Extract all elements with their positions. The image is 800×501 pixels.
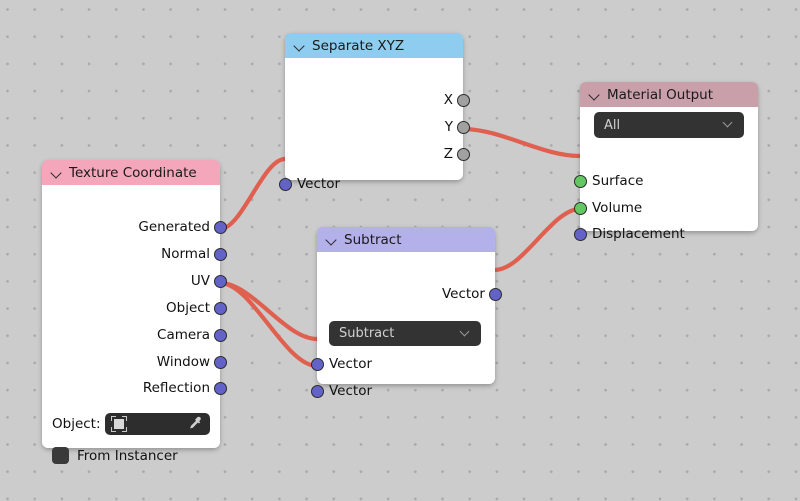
socket-out-reflection[interactable]: [213, 381, 227, 395]
socket-out-generated[interactable]: [213, 220, 227, 234]
node-title: Subtract: [344, 231, 402, 248]
socket-out-z[interactable]: [456, 147, 470, 161]
target-dropdown[interactable]: All: [594, 112, 744, 138]
chevron-down-icon[interactable]: [589, 89, 601, 101]
socket-in-vector-2[interactable]: [310, 384, 324, 398]
node-body-material-output: All Surface Volume Displacement: [573, 107, 758, 242]
socket-out-object[interactable]: [213, 301, 227, 315]
node-link[interactable]: [217, 280, 320, 342]
chevron-down-icon: [461, 328, 470, 337]
target-dropdown-value: All: [604, 117, 621, 133]
socket-in-vector-1[interactable]: [310, 357, 324, 371]
socket-out-y[interactable]: [456, 120, 470, 134]
socket-label-z: Z: [443, 146, 453, 162]
socket-label-uv: UV: [190, 273, 210, 289]
socket-label-window: Window: [156, 354, 210, 370]
chevron-down-icon[interactable]: [294, 40, 306, 52]
node-link[interactable]: [492, 206, 583, 273]
node-link[interactable]: [217, 280, 320, 369]
node-body-texture-coordinate: Generated Normal UV Object Camera Window: [42, 185, 227, 464]
object-field-input[interactable]: [104, 413, 210, 435]
socket-out-vector[interactable]: [488, 287, 502, 301]
node-title: Material Output: [607, 86, 714, 103]
socket-out-window[interactable]: [213, 355, 227, 369]
socket-in-vector[interactable]: [278, 177, 292, 191]
socket-label-camera: Camera: [157, 327, 210, 343]
socket-in-displacement[interactable]: [573, 227, 587, 241]
object-field-row: Object:: [52, 413, 210, 435]
socket-out-uv[interactable]: [213, 274, 227, 288]
node-material-output[interactable]: Material Output All Surface Volume Displ…: [573, 82, 758, 242]
socket-label-volume: Volume: [592, 200, 643, 216]
socket-label-x: X: [443, 92, 453, 108]
node-link[interactable]: [217, 156, 288, 232]
socket-in-volume[interactable]: [573, 201, 587, 215]
socket-label-vector-in-1: Vector: [329, 356, 373, 372]
from-instancer-label: From Instancer: [77, 447, 178, 464]
object-icon: [110, 416, 127, 432]
socket-label-reflection: Reflection: [142, 380, 210, 396]
socket-label-y: Y: [444, 119, 453, 135]
node-header-subtract[interactable]: Subtract: [317, 227, 495, 252]
node-header-texture-coordinate[interactable]: Texture Coordinate: [42, 160, 220, 185]
from-instancer-row[interactable]: From Instancer: [52, 447, 178, 464]
node-header-separate-xyz[interactable]: Separate XYZ: [285, 33, 463, 58]
operation-dropdown-value: Subtract: [339, 326, 395, 341]
socket-label-vector-in: Vector: [297, 176, 341, 192]
socket-label-vector-in-2: Vector: [329, 383, 373, 399]
object-field-label: Object:: [52, 416, 101, 432]
node-subtract[interactable]: Subtract Vector Subtract Vector Vector: [310, 227, 502, 399]
socket-out-normal[interactable]: [213, 247, 227, 261]
node-texture-coordinate[interactable]: Texture Coordinate Generated Normal UV O…: [42, 160, 227, 464]
chevron-down-icon: [724, 119, 733, 128]
node-body-subtract: Vector Subtract Vector Vector: [310, 252, 502, 399]
socket-label-displacement: Displacement: [592, 226, 685, 242]
node-link[interactable]: [460, 126, 583, 159]
socket-out-x[interactable]: [456, 93, 470, 107]
chevron-down-icon[interactable]: [51, 167, 63, 179]
node-title: Separate XYZ: [312, 37, 405, 54]
chevron-down-icon[interactable]: [326, 234, 338, 246]
socket-label-vector-out: Vector: [441, 286, 485, 302]
node-body-separate-xyz: X Y Z Vector: [278, 58, 470, 192]
node-header-material-output[interactable]: Material Output: [580, 82, 758, 107]
node-title: Texture Coordinate: [69, 164, 197, 181]
node-separate-xyz[interactable]: Separate XYZ X Y Z Vector: [278, 33, 470, 192]
socket-label-object: Object: [166, 300, 210, 316]
socket-out-camera[interactable]: [213, 328, 227, 342]
socket-label-surface: Surface: [592, 173, 644, 189]
eyedropper-icon[interactable]: [185, 415, 203, 433]
from-instancer-checkbox[interactable]: [52, 447, 69, 464]
socket-in-surface[interactable]: [573, 174, 587, 188]
operation-dropdown[interactable]: Subtract: [329, 321, 481, 346]
socket-label-normal: Normal: [161, 246, 210, 262]
socket-label-generated: Generated: [138, 219, 210, 235]
